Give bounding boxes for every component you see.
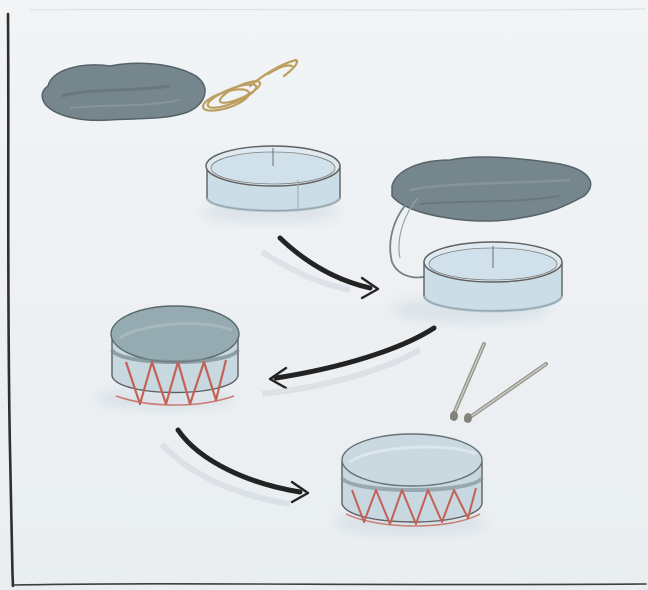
paper-grain [0,0,648,590]
drum-making-illustration [0,0,648,590]
illustration-canvas [0,0,648,590]
